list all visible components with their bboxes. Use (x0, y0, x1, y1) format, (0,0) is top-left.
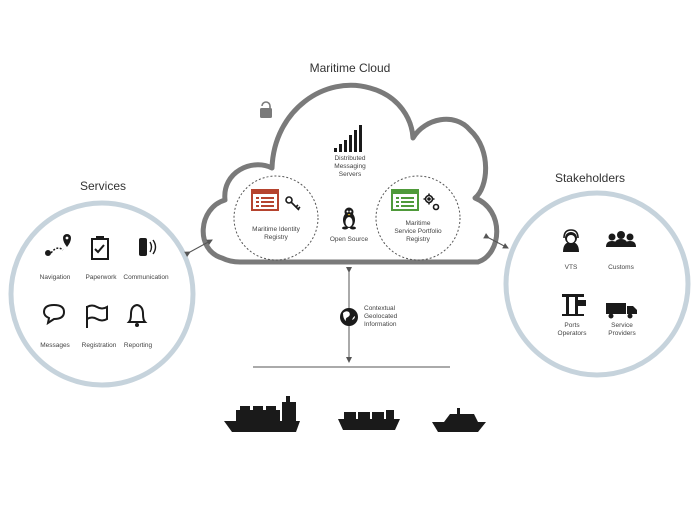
portfolio-line-1: Maritime (405, 220, 431, 227)
stakeholder-customs-label: Customs (600, 264, 642, 272)
service-reporting-label: Reporting (123, 342, 153, 349)
passenger-ship-icon (432, 408, 486, 432)
vts-operator-icon (563, 229, 579, 252)
services-title: Services (79, 179, 126, 193)
stakeholder-service-providers-label: Service Providers (600, 322, 644, 338)
portfolio-window-icon (391, 189, 419, 211)
stakeholder-vts-label: VTS (550, 264, 592, 272)
contextual-line-3: Information (364, 321, 397, 328)
identity-registry-circle (233, 175, 319, 261)
cloud-stakeholders-arrow (483, 233, 509, 249)
penguin-icon (342, 207, 356, 230)
stakeholders-circle (503, 190, 691, 378)
providers-line-2: Providers (608, 330, 636, 337)
services-cloud-arrow (184, 239, 213, 258)
portfolio-registry-circle (375, 175, 461, 261)
customs-line-1: Customs (608, 264, 634, 271)
contextual-line-1: Contextual (364, 305, 396, 312)
service-messages-label: Messages (40, 342, 70, 349)
ports-line-1: Ports (564, 322, 580, 329)
customs-icon (606, 231, 636, 247)
ports-line-2: Operators (557, 330, 587, 337)
identity-window-icon (251, 189, 279, 211)
providers-line-1: Service (611, 322, 633, 329)
identity-line-1: Maritime Identity (252, 226, 300, 233)
stakeholder-ports-label: Ports Operators (550, 322, 594, 338)
messaging-line-2: Messaging (334, 163, 366, 170)
messaging-line-1: Distributed (334, 155, 366, 162)
lock-icon (260, 101, 272, 118)
messaging-servers-label: Distributed Messaging Servers (310, 155, 390, 179)
bell-icon (126, 303, 148, 327)
service-navigation-label: Navigation (39, 274, 71, 281)
gears-icon (423, 193, 440, 211)
key-icon (285, 196, 301, 211)
globe-icon (340, 308, 358, 326)
identity-line-2: Registry (264, 234, 288, 241)
signal-bars-icon (334, 125, 362, 152)
identity-registry-label: Maritime Identity Registry (238, 226, 314, 242)
messages-icon (42, 303, 66, 326)
vts-line-1: VTS (564, 264, 578, 271)
service-paperwork-label: Paperwork (85, 274, 117, 281)
messaging-line-3: Servers (338, 171, 362, 178)
service-communication-label: Communication (123, 274, 169, 281)
phone-icon (139, 238, 157, 256)
navigation-icon (45, 234, 71, 256)
portfolio-line-2: Service Portfolio (394, 228, 442, 235)
open-source-label: Open Source (329, 236, 369, 243)
services-circle (8, 200, 196, 388)
contextual-info-label: Contextual Geolocated Information (364, 305, 434, 329)
service-registration-label: Registration (81, 342, 117, 349)
port-crane-icon (562, 294, 586, 316)
portfolio-line-3: Registry (406, 236, 430, 243)
stakeholders-title: Stakeholders (554, 171, 626, 185)
cargo-ship-large-icon (224, 396, 300, 432)
truck-icon (606, 303, 637, 319)
flag-icon (86, 304, 108, 328)
contextual-line-2: Geolocated (364, 313, 398, 320)
paperwork-icon (91, 236, 109, 260)
cloud-title: Maritime Cloud (309, 61, 391, 75)
cargo-ship-medium-icon (338, 410, 400, 430)
portfolio-registry-label: Maritime Service Portfolio Registry (378, 220, 458, 244)
